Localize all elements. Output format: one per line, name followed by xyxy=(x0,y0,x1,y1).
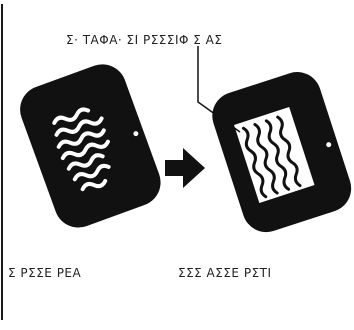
left-pad xyxy=(20,64,161,228)
left-caption: Σ ΡΣΣΕ ΡΕΑ xyxy=(8,266,82,280)
right-arrow-icon xyxy=(165,148,205,188)
right-pad-dot xyxy=(326,142,332,148)
right-pad-pattern xyxy=(241,115,302,199)
callout-label: Σ· ΤΑΦΑ· ΣΙ ΡΣΣΣΙΦ Σ ΑΣ xyxy=(66,33,223,47)
left-pad-dot xyxy=(133,131,139,137)
arrow-head xyxy=(183,148,205,188)
callout-leader-line xyxy=(197,46,241,133)
left-wave-2 xyxy=(54,116,104,137)
left-wave-5 xyxy=(66,153,105,171)
right-wave-2 xyxy=(253,123,279,195)
right-wave-1 xyxy=(241,126,268,199)
right-wave-4 xyxy=(276,115,302,188)
right-pad xyxy=(212,72,352,233)
left-wave-6 xyxy=(72,163,111,182)
left-wave-1 xyxy=(52,107,91,125)
left-wave-4 xyxy=(60,139,110,161)
left-pad-pattern xyxy=(52,107,111,192)
arrow-shaft xyxy=(165,160,183,176)
right-caption: ΣΣΣ ΑΣΣΕ ΡΣΤΙ xyxy=(178,266,272,280)
left-border-rule xyxy=(1,4,3,320)
left-wave-7 xyxy=(80,178,108,192)
left-wave-3 xyxy=(56,128,106,149)
right-wave-3 xyxy=(264,119,291,191)
